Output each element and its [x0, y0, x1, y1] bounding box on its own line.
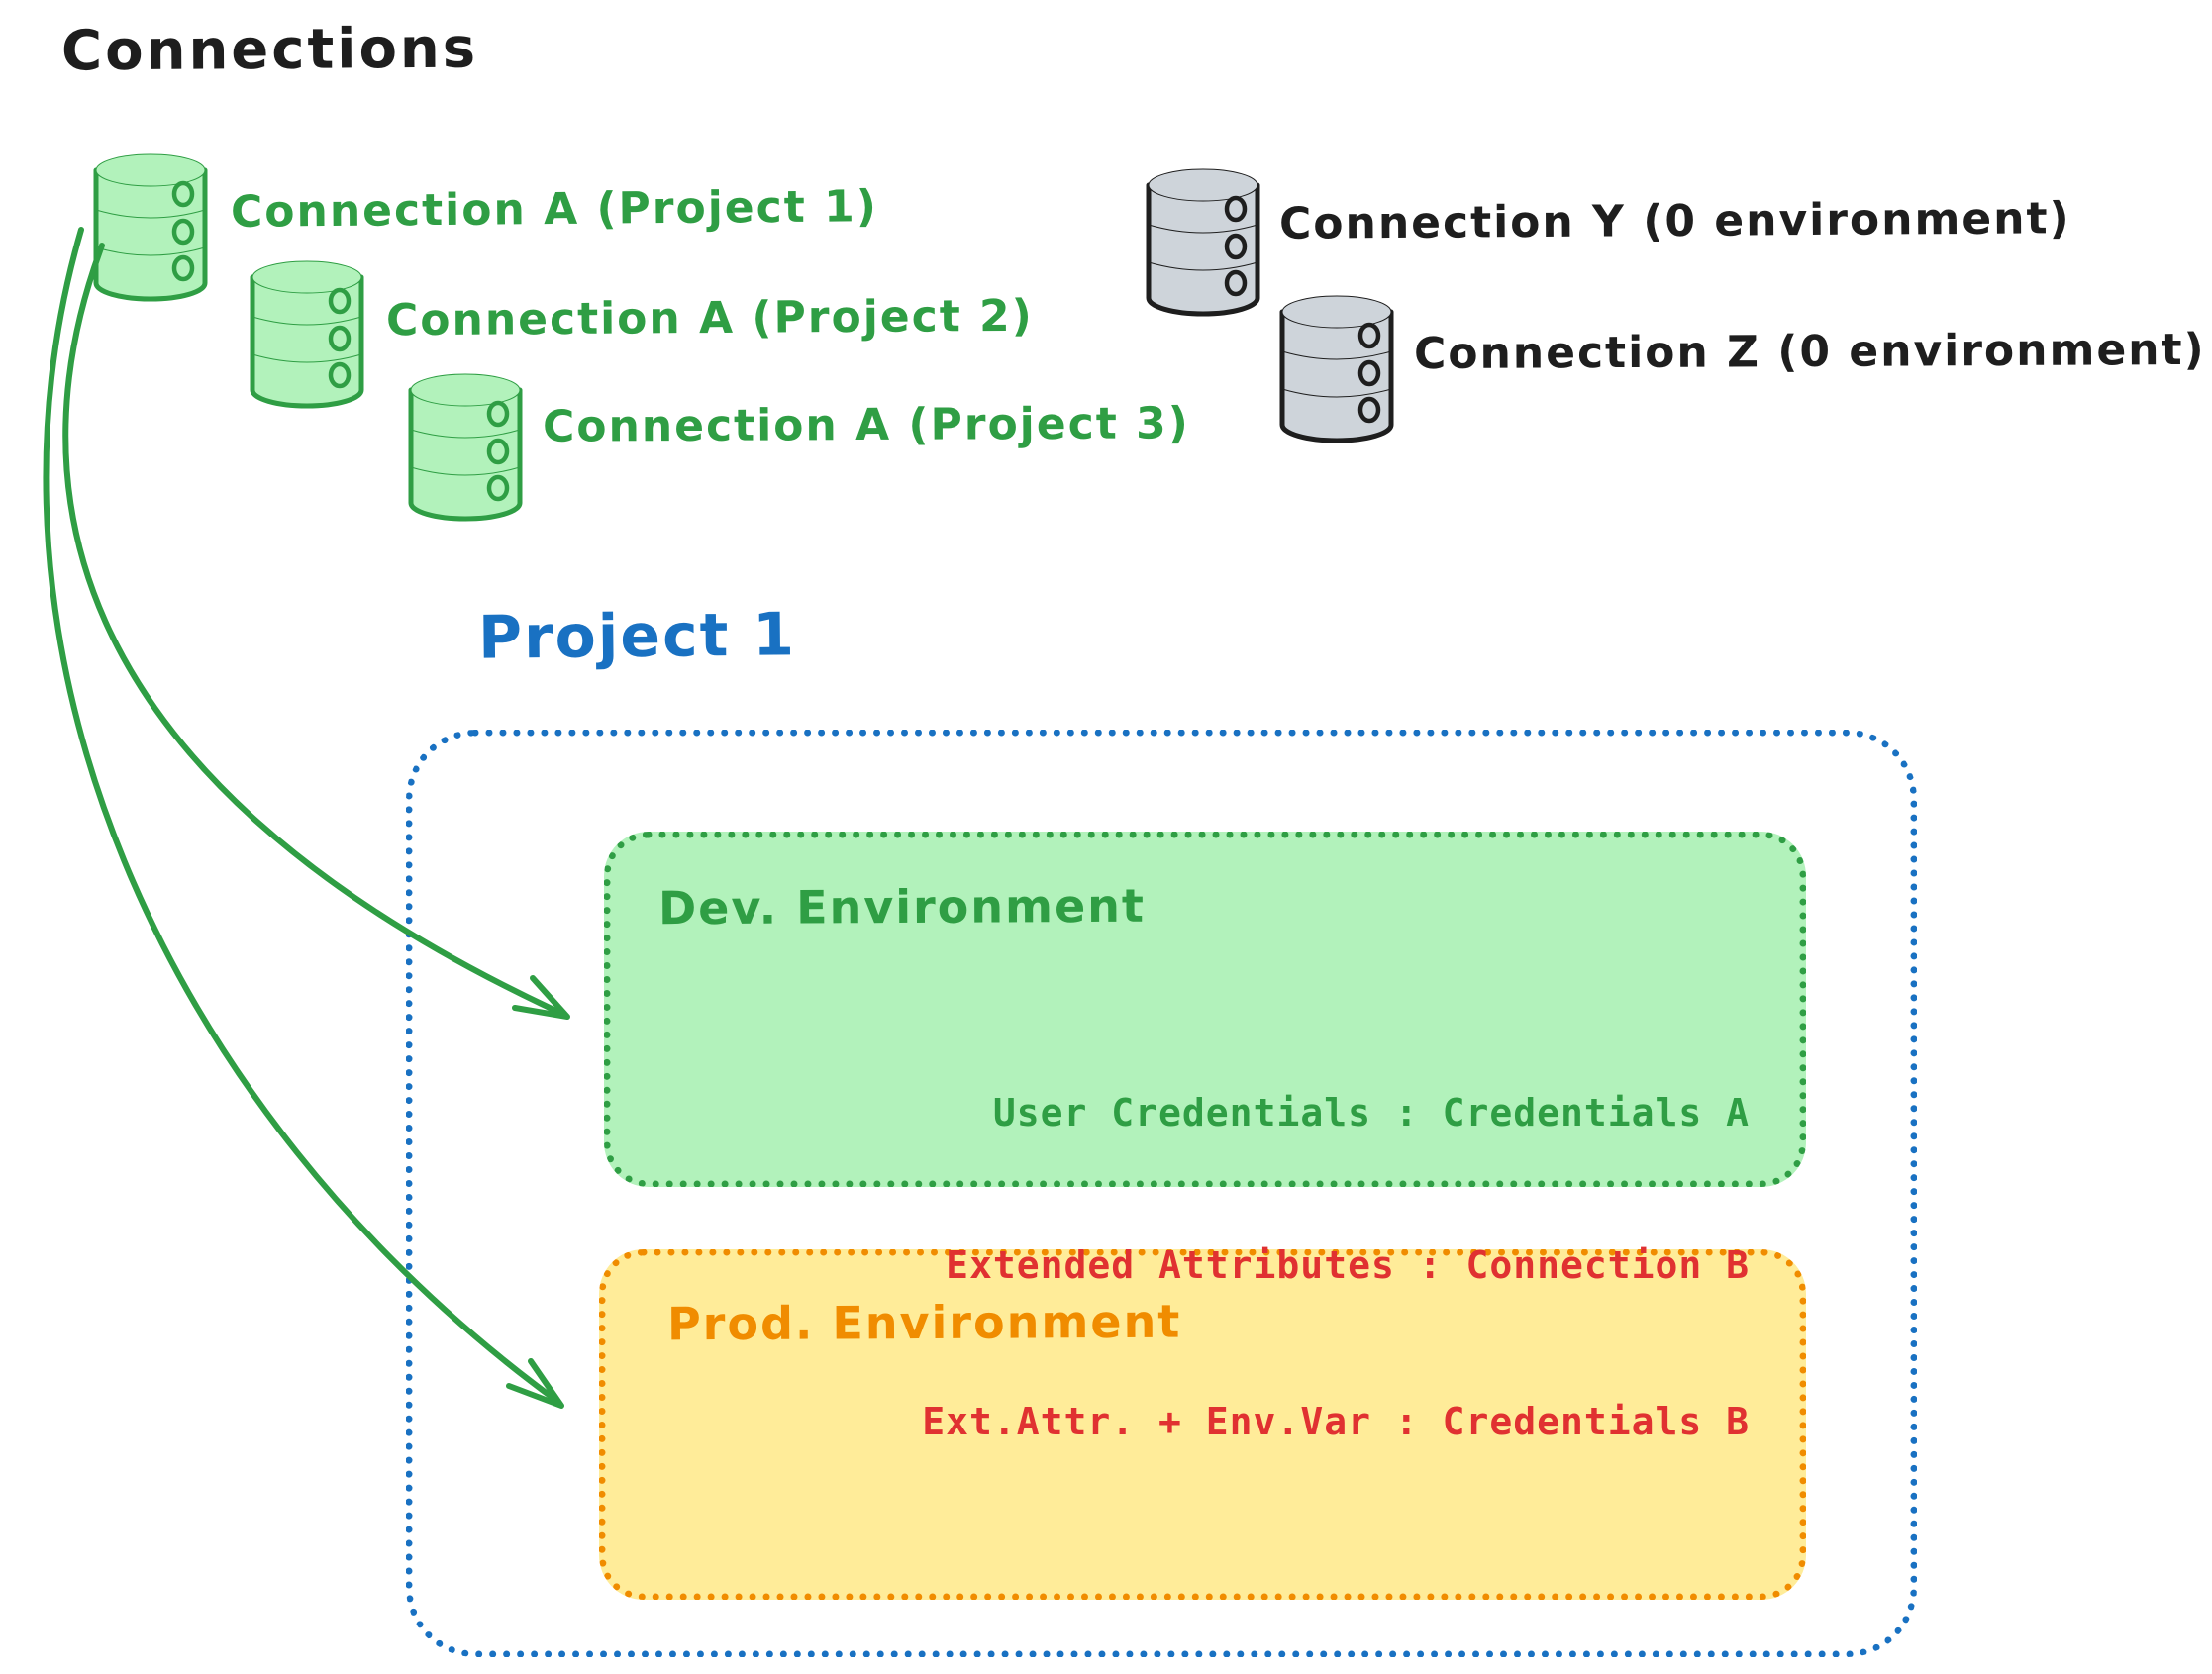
prod-note-line-2: Ext.Attr. + Env.Var : Credentials B	[922, 1399, 1750, 1443]
database-icon-connection-a-project-1	[91, 148, 210, 305]
project-1-title: Project 1	[477, 600, 797, 673]
database-icon-connection-y	[1144, 163, 1262, 320]
dev-environment-title: Dev. Environment	[657, 878, 1147, 935]
dev-environment-box: Dev. Environment User Credentials : Cred…	[604, 832, 1806, 1187]
dev-environment-credentials-note: User Credentials : Credentials A	[992, 1090, 1750, 1134]
label-connection-a-project-3: Connection A (Project 3)	[542, 398, 1190, 452]
label-connection-a-project-1: Connection A (Project 1)	[230, 181, 879, 238]
label-connection-a-project-2: Connection A (Project 2)	[385, 290, 1034, 346]
database-icon-connection-a-project-3	[406, 368, 525, 525]
prod-environment-box: Prod. Environment Extended Attributes : …	[599, 1243, 1806, 1600]
database-icon-connection-a-project-2	[248, 255, 366, 412]
diagram-title: Connections	[60, 16, 479, 84]
label-connection-z: Connection Z (0 environment)	[1413, 324, 2206, 380]
prod-note-line-1: Extended Attributes : Connection B	[946, 1243, 1750, 1288]
label-connection-y: Connection Y (0 environment)	[1278, 193, 2071, 249]
prod-environment-credentials-note: Extended Attributes : Connection B Ext.A…	[922, 1136, 1750, 1552]
database-icon-connection-z	[1277, 290, 1396, 446]
